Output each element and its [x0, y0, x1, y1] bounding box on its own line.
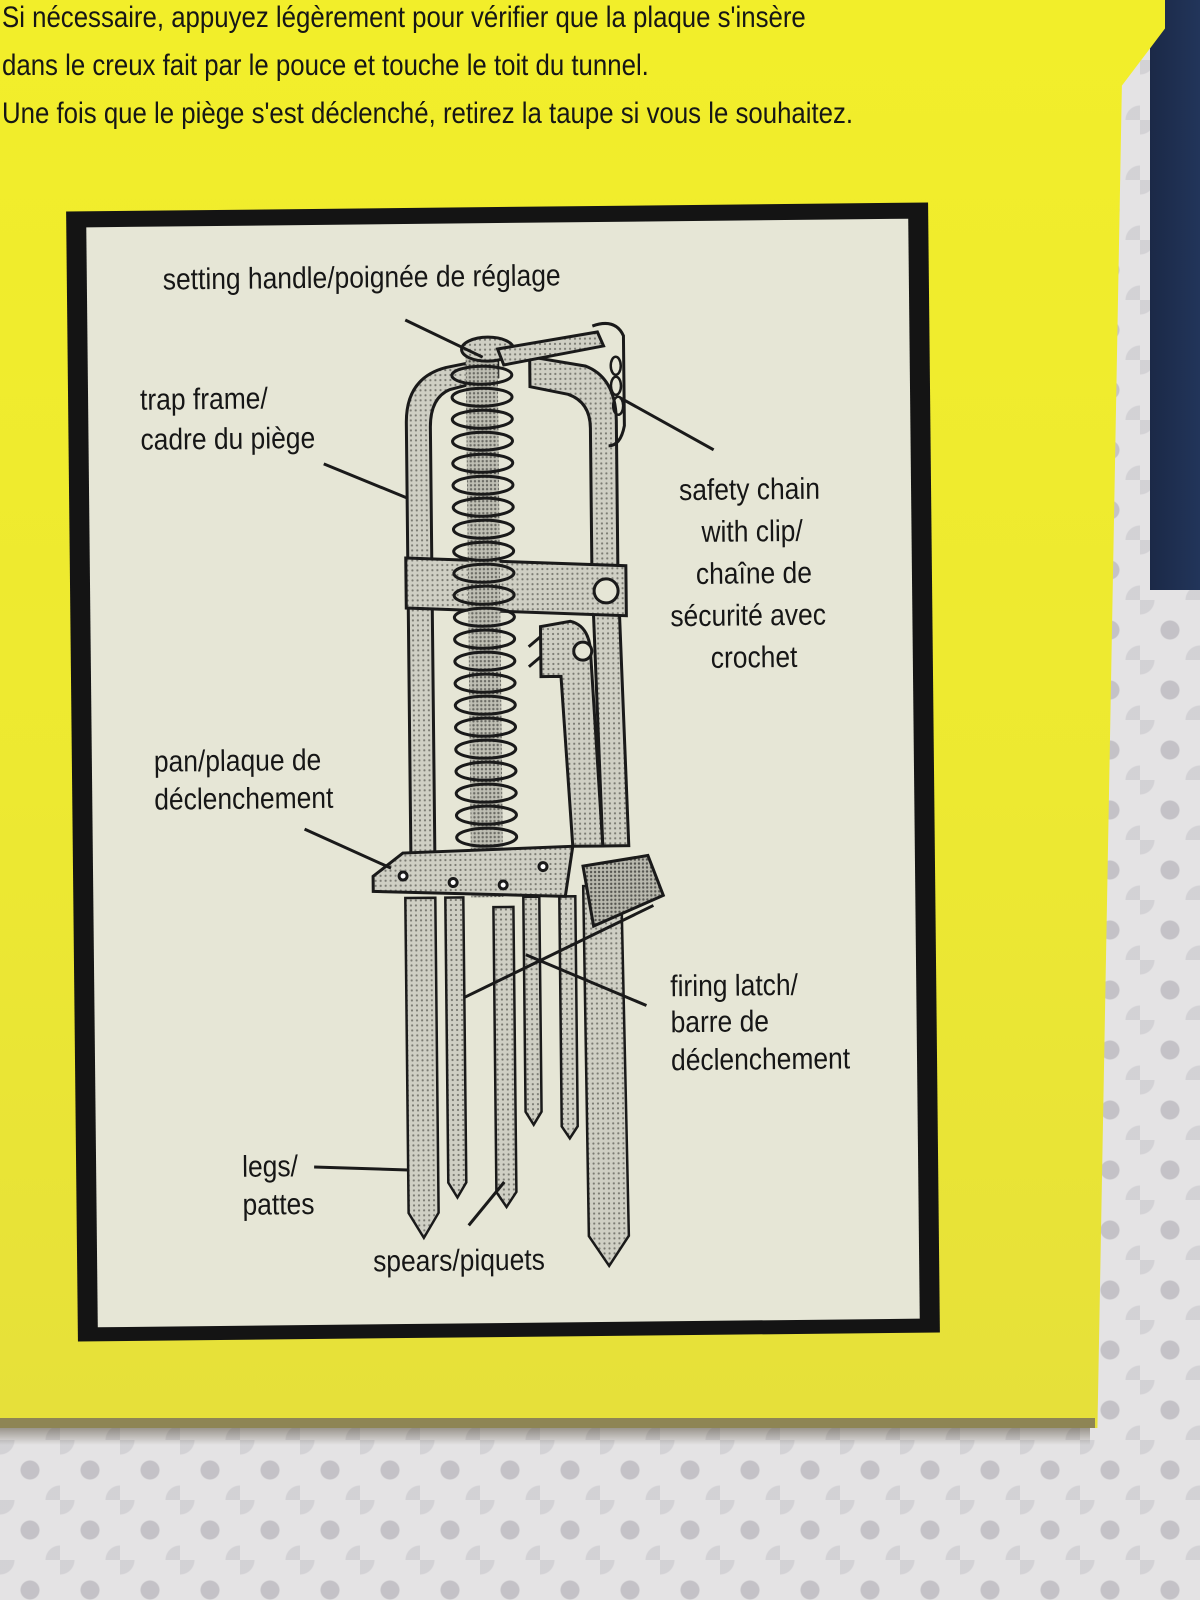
navy-box-edge [1150, 0, 1200, 590]
spear-back-middle [522, 895, 543, 1128]
leader-lines [303, 318, 715, 1227]
leader-safety-chain [619, 396, 715, 452]
leader-trap-frame [323, 462, 408, 500]
spring-coil [451, 430, 515, 452]
spring-coil [453, 694, 517, 716]
spear-back-left [444, 896, 468, 1200]
spring-coil [451, 496, 515, 518]
trap-diagram-panel: setting handle/poignée de réglage trap f… [66, 202, 940, 1342]
trigger-pan [371, 844, 666, 999]
spring-coil [453, 650, 517, 672]
spring-coil [454, 738, 518, 760]
spring-coil [454, 782, 518, 804]
label-spears: spears/piquets [372, 1243, 545, 1279]
setting-handle [460, 322, 626, 448]
label-safety-chain-3: chaîne de [695, 556, 813, 591]
label-safety-chain-2: with clip/ [701, 514, 803, 549]
spring-coil [450, 386, 514, 408]
firing-latch-plate [581, 853, 666, 929]
firing-latch-bar [463, 904, 655, 999]
label-setting-handle: setting handle/poignée de réglage [162, 259, 561, 297]
label-safety-chain-5: crochet [710, 640, 798, 675]
spring-coil [450, 408, 514, 430]
label-legs-en: legs/ [241, 1150, 299, 1184]
box-bottom-edge [0, 1418, 1095, 1428]
spring-coils [450, 364, 519, 870]
instruction-line-3: Une fois que le piège s'est déclenché, r… [2, 97, 854, 130]
box-shadow [0, 1425, 1090, 1445]
leg-right [581, 884, 631, 1269]
spring-coil [451, 474, 515, 496]
spring-coil [455, 826, 519, 848]
safety-chain [609, 355, 625, 417]
spear-front-left [404, 896, 440, 1241]
spring-coil [453, 628, 517, 650]
instruction-line-2: dans le creux fait par le pouce et touch… [2, 49, 649, 82]
spring-coil [452, 562, 516, 584]
spear-back-right [558, 894, 579, 1141]
label-safety-chain-4: sécurité avec [670, 598, 827, 634]
trigger-arm [527, 619, 605, 848]
spring-coil [451, 518, 515, 540]
instruction-line-1: Si nécessaire, appuyez légèrement pour v… [2, 1, 806, 34]
spear-front-middle [492, 905, 518, 1210]
label-firing-latch-3: déclenchement [670, 1042, 851, 1078]
label-firing-latch-2: barre de [670, 1005, 770, 1040]
leader-pan [303, 827, 392, 870]
spring-coil [454, 760, 518, 782]
spring-coil [452, 540, 516, 562]
label-trap-frame-fr: cadre du piège [140, 421, 316, 457]
label-pan-fr: déclenchement [154, 781, 334, 817]
spring-coil [452, 606, 516, 628]
leader-setting-handle [404, 318, 484, 359]
label-safety-chain-1: safety chain [678, 472, 821, 508]
spring-coil [452, 584, 516, 606]
spring-coil [454, 804, 518, 826]
leader-firing-latch [525, 953, 648, 1007]
leader-legs [314, 1165, 409, 1172]
label-legs-fr: pattes [242, 1187, 315, 1222]
spring-coil [450, 364, 514, 386]
instruction-text: Si nécessaire, appuyez légèrement pour v… [2, 0, 1112, 138]
label-trap-frame-en: trap frame/ [139, 382, 268, 417]
spears-and-legs [404, 884, 631, 1269]
mole-trap-illustration [303, 318, 715, 1269]
label-firing-latch-1: firing latch/ [670, 968, 799, 1004]
spring-coil [454, 716, 518, 738]
leader-spears [467, 1181, 506, 1227]
spring-coil [453, 672, 517, 694]
spring-coil [451, 452, 515, 474]
label-pan-en: pan/plaque de [153, 743, 322, 779]
